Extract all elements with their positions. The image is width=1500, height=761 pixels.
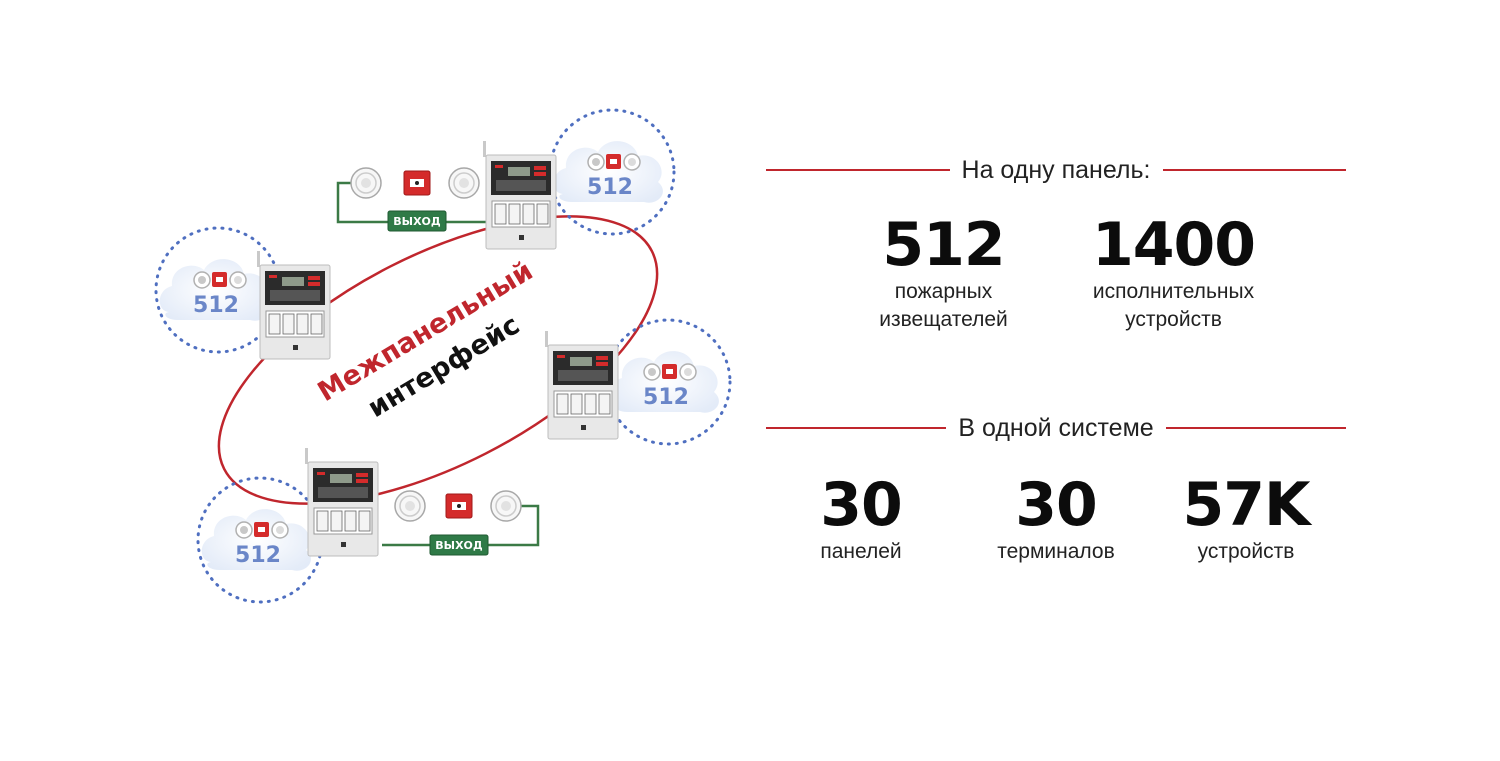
cloud-top-right: 512 <box>548 108 676 236</box>
heading-rule-left <box>766 169 950 171</box>
exit-sign: ВЫХОД <box>429 534 489 556</box>
stat-value: 30 <box>820 470 903 540</box>
exit-sign-label: ВЫХОД <box>393 215 441 228</box>
cloud-count-label: 512 <box>587 175 633 200</box>
detector-icon <box>490 490 522 522</box>
cloud-right: 512 <box>604 318 732 446</box>
detector-icon <box>448 167 480 199</box>
cloud-count-label: 512 <box>643 385 689 410</box>
fire-panel-top <box>482 140 557 250</box>
detector-icon <box>394 490 426 522</box>
cloud-bottom-left: 512 <box>196 476 324 604</box>
stat-value: 1400 <box>1092 210 1256 280</box>
manual-call-point-icon <box>445 493 473 519</box>
cloud-count-label: 512 <box>193 293 239 318</box>
stat-terminals: 30 терминалов <box>981 472 1131 566</box>
cloud-count-label: 512 <box>235 543 281 568</box>
per-system-heading-label: В одной системе <box>958 413 1154 442</box>
fire-panel-bottom <box>304 447 379 557</box>
heading-rule-left <box>766 427 947 429</box>
interpanel-loop <box>217 215 659 505</box>
loop-wire-bottom <box>488 504 540 547</box>
stat-devices: 57K устройств <box>1171 472 1321 566</box>
per-panel-heading-label: На одну панель: <box>961 155 1151 184</box>
heading-rule-right <box>1162 169 1347 171</box>
heading-rule-right <box>1165 427 1346 429</box>
stat-value: 57K <box>1182 470 1311 540</box>
stat-desc-line1: терминалов <box>997 540 1115 563</box>
fire-panel-right <box>544 330 619 440</box>
stat-desc-line1: исполнительных <box>1092 280 1255 303</box>
stat-desc-line1: пожарных <box>894 280 993 303</box>
cloud-left: 512 <box>154 226 282 354</box>
stat-detectors: 512 пожарных извещателей <box>856 212 1031 334</box>
stat-desc-line1: панелей <box>820 540 902 563</box>
detector-icon <box>350 167 382 199</box>
stat-desc-line1: устройств <box>1197 540 1295 563</box>
stat-actuators: 1400 исполнительных устройств <box>1071 212 1276 334</box>
manual-call-point-icon <box>403 170 431 196</box>
per-system-heading: В одной системе <box>766 408 1346 448</box>
stat-desc-line2: устройств <box>1125 308 1222 331</box>
stat-value: 512 <box>882 210 1005 280</box>
per-panel-heading: На одну панель: <box>766 150 1347 190</box>
stat-desc-line2: извещателей <box>879 308 1008 331</box>
exit-sign-label: ВЫХОД <box>435 539 483 552</box>
stat-panels: 30 панелей <box>796 472 926 566</box>
fire-panel-left <box>256 250 331 360</box>
stat-value: 30 <box>1015 470 1098 540</box>
exit-sign: ВЫХОД <box>387 210 447 232</box>
network-diagram: 512 512 512 512 ВЫХОД ВЫХОД Межпанельный… <box>154 108 732 604</box>
